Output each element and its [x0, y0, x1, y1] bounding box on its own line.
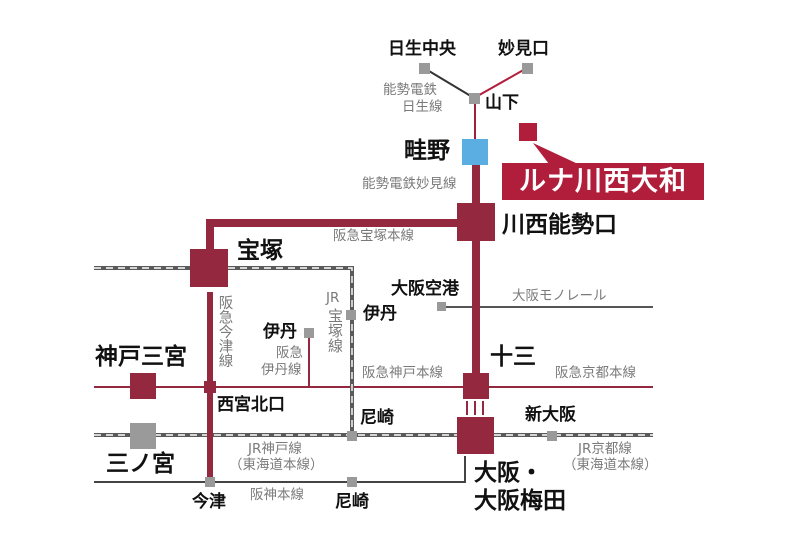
station-marker-juso	[463, 373, 489, 399]
line-label-jr-takarazuka: 宝塚線	[326, 308, 344, 353]
station-marker-takarazuka	[190, 249, 228, 287]
station-marker-uneno	[462, 139, 488, 165]
station-marker-nishinomiya-kitaguchi	[204, 381, 216, 393]
line-label-osaka-monorail: 大阪モノレール	[512, 288, 607, 304]
station-label-osaka-umeda: 大阪梅田	[474, 488, 566, 514]
line-label-jr-takarazuka-prefix: JR	[326, 290, 340, 306]
jr-takarazuka-line-east-dash	[228, 267, 353, 431]
hanshin-main-line	[94, 456, 466, 483]
line-label-hankyu-imazu: 阪急今津線	[216, 295, 233, 368]
line-label-jr-kobe-2: （東海道本線）	[229, 457, 324, 473]
property-name-label: ルナ川西大和	[502, 163, 704, 200]
station-marker-shin-osaka	[547, 431, 557, 441]
line-label-nose-myoken: 能勢電鉄妙見線	[362, 176, 457, 192]
station-marker-amagasaki-jr	[347, 431, 357, 441]
line-label-jr-kyoto-1: JR京都線	[578, 441, 632, 457]
station-label-takarazuka: 宝塚	[237, 238, 283, 264]
station-label-shin-osaka: 新大阪	[525, 405, 576, 425]
station-label-amagasaki-jr: 尼崎	[360, 408, 394, 428]
line-label-hanshin: 阪神本線	[250, 487, 304, 503]
station-marker-yamashita	[469, 93, 480, 104]
station-label-nissei-chuo: 日生中央	[388, 39, 456, 59]
station-label-nishinomiya-kitaguchi: 西宮北口	[217, 395, 285, 415]
station-label-juso: 十三	[490, 344, 536, 370]
station-label-imazu: 今津	[192, 492, 226, 512]
line-label-nose-nissei-2: 日生線	[402, 99, 443, 115]
station-label-uneno: 畦野	[404, 138, 450, 164]
property-location-marker	[519, 123, 537, 141]
station-label-myokenguchi: 妙見口	[498, 39, 549, 59]
station-marker-sannomiya	[130, 423, 156, 449]
line-label-nose-nissei-1: 能勢電鉄	[383, 82, 437, 98]
property-callout-tail	[533, 143, 578, 164]
station-label-sannomiya: 三ノ宮	[106, 451, 175, 477]
station-marker-myokenguchi	[522, 63, 533, 74]
station-marker-osaka-airport	[437, 302, 446, 311]
line-label-hankyu-kyoto: 阪急京都本線	[555, 365, 636, 381]
station-label-kawanishi-noseguchi: 川西能勢口	[502, 212, 617, 238]
station-marker-itami-jr	[346, 310, 356, 320]
line-label-hankyu-itami-1: 阪急	[276, 345, 303, 361]
line-label-hankyu-kobe: 阪急神戸本線	[362, 365, 443, 381]
station-marker-imazu	[205, 477, 215, 487]
hankyu-takarazuka-line-west	[206, 219, 457, 249]
station-label-itami-hankyu: 伊丹	[263, 322, 297, 342]
station-label-kobe-sannomiya: 神戸三宮	[95, 344, 187, 370]
line-label-hankyu-takarazuka: 阪急宝塚本線	[333, 228, 414, 244]
station-marker-kobe-sannomiya	[130, 373, 156, 399]
station-marker-itami-hankyu	[304, 328, 314, 338]
station-marker-kawanishi-noseguchi	[457, 203, 495, 241]
station-marker-osaka-umeda	[457, 417, 494, 454]
nose-myoken-line-north	[473, 67, 528, 99]
station-label-osaka-airport: 大阪空港	[391, 279, 459, 299]
line-label-hankyu-itami-2: 伊丹線	[261, 362, 302, 378]
jr-takarazuka-line	[94, 266, 354, 431]
station-label-itami-jr: 伊丹	[363, 304, 397, 324]
station-label-osaka: 大阪・	[474, 460, 543, 486]
station-marker-amagasaki-hanshin	[347, 477, 357, 487]
line-label-jr-kobe-1: JR神戸線	[248, 441, 302, 457]
station-label-yamashita: 山下	[485, 93, 519, 113]
juso-umeda-triple-lines	[466, 401, 484, 415]
station-label-amagasaki-hanshin: 尼崎	[335, 492, 369, 512]
station-marker-nissei-chuo	[419, 63, 430, 74]
line-label-jr-kyoto-2: （東海道本線）	[563, 457, 658, 473]
nose-nissei-line	[423, 67, 475, 99]
